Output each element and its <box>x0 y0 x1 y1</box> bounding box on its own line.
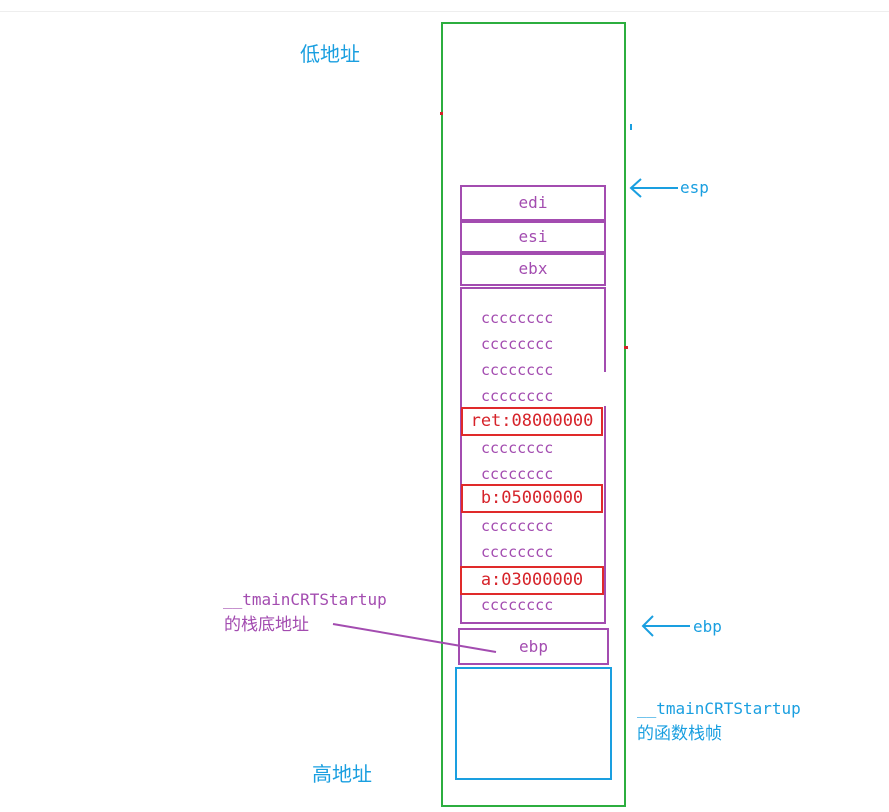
a-variable-box: a:03000000 <box>460 566 604 595</box>
top-divider <box>0 11 889 12</box>
b-variable-label: b:05000000 <box>480 488 584 508</box>
edi-label: edi <box>518 193 548 212</box>
caller-frame-annotation-line2: 的函数栈帧 <box>637 724 722 744</box>
stray-mark <box>630 124 632 130</box>
saved-esi-slot: esi <box>460 221 606 253</box>
fill-word-1: cccccccc <box>481 309 554 327</box>
caller-frame-box <box>455 667 612 780</box>
esi-label: esi <box>518 227 548 246</box>
saved-ebp-label: ebp <box>519 637 548 656</box>
ret-variable-label: ret:08000000 <box>470 411 594 431</box>
annotation-pointer-line <box>332 623 497 653</box>
low-address-label: 低地址 <box>300 42 360 66</box>
locals-area <box>460 287 606 624</box>
saved-ebx-slot: ebx <box>460 253 606 286</box>
ebx-label: ebx <box>518 259 548 278</box>
caller-frame-annotation-line1: __tmainCRTStartup <box>637 699 801 718</box>
a-variable-label: a:03000000 <box>480 570 584 590</box>
stray-mark <box>624 346 628 349</box>
fill-word-9: cccccccc <box>481 596 554 614</box>
fill-word-8: cccccccc <box>481 543 554 561</box>
esp-arrow-icon <box>629 178 678 198</box>
fill-word-4: cccccccc <box>481 387 554 405</box>
fill-word-7: cccccccc <box>481 517 554 535</box>
stray-mark <box>440 112 443 115</box>
fill-word-6: cccccccc <box>481 465 554 483</box>
saved-edi-slot: edi <box>460 185 606 221</box>
caller-base-annotation-line2: 的栈底地址 <box>224 615 309 635</box>
b-variable-box: b:05000000 <box>461 484 603 513</box>
ret-variable-box: ret:08000000 <box>461 407 603 436</box>
ebp-arrow-icon <box>641 615 690 637</box>
border-gap <box>603 372 607 406</box>
fill-word-3: cccccccc <box>481 361 554 379</box>
caller-base-annotation-line1: __tmainCRTStartup <box>223 590 387 609</box>
fill-word-5: cccccccc <box>481 439 554 457</box>
esp-pointer-label: esp <box>680 178 709 197</box>
fill-word-2: cccccccc <box>481 335 554 353</box>
high-address-label: 高地址 <box>312 762 372 786</box>
ebp-pointer-label: ebp <box>693 617 722 636</box>
stack-region <box>441 22 626 807</box>
